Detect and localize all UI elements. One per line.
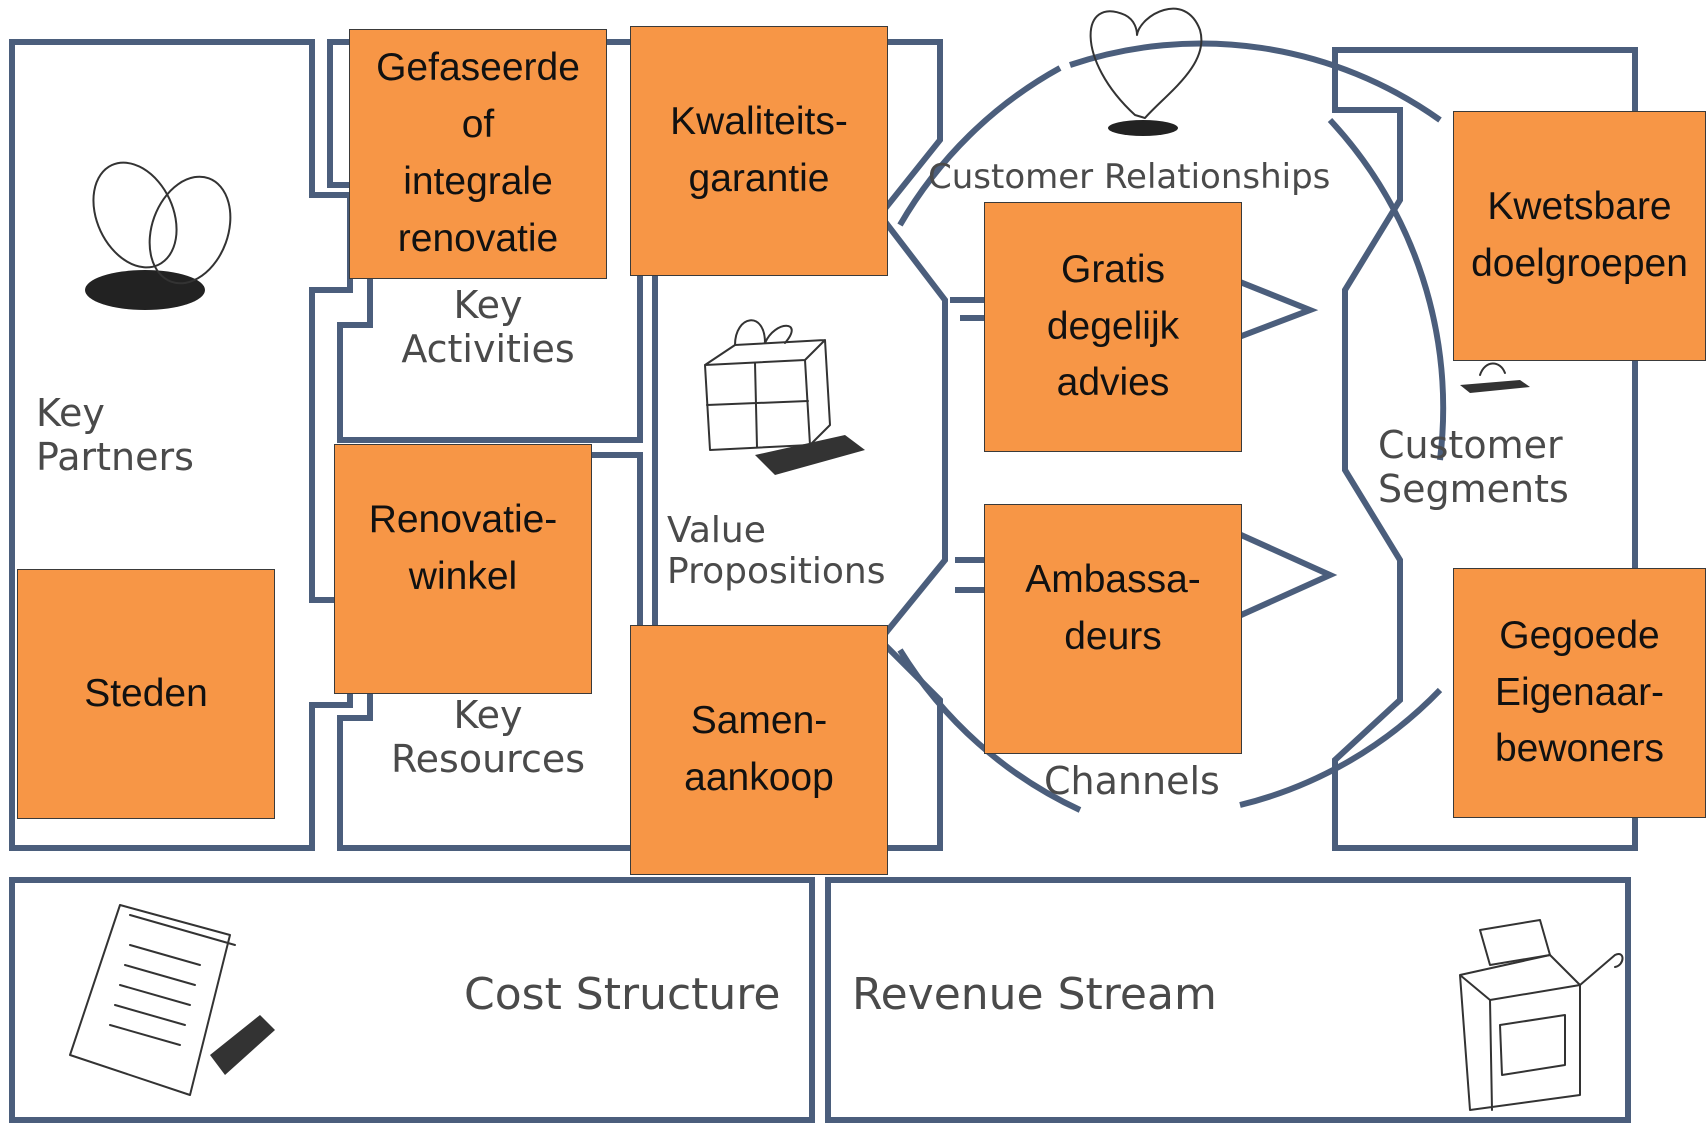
- key-partners-frame: [9, 39, 353, 851]
- customer-segments-label: Customer Segments: [1378, 423, 1569, 511]
- note-gratis-advies: Gratis degelijk advies: [984, 202, 1242, 452]
- cost-structure-frame: [9, 877, 815, 1123]
- note-steden: Steden: [17, 569, 275, 819]
- note-samenaankoop: Samen- aankoop: [630, 625, 888, 875]
- rings-icon: [85, 161, 232, 310]
- customers-icon: [1460, 362, 1530, 393]
- note-ambassadeurs: Ambassa- deurs: [984, 504, 1242, 754]
- note-gegoede: Gegoede Eigenaar- bewoners: [1453, 568, 1706, 818]
- revenue-stream-label: Revenue Stream: [852, 969, 1217, 1020]
- note-renovatiewinkel: Renovatie- winkel: [334, 444, 592, 694]
- customer-segments-frame: [1332, 47, 1638, 851]
- cash-register-icon: [1459, 919, 1624, 1111]
- note-kwetsbare: Kwetsbare doelgroepen: [1453, 111, 1706, 361]
- key-resources-label: Key Resources: [390, 693, 586, 781]
- cost-structure-label: Cost Structure: [464, 969, 781, 1020]
- customer-relationships-label: Customer Relationships: [928, 157, 1331, 197]
- key-partners-label: Key Partners: [36, 391, 194, 479]
- heart-icon: [1089, 7, 1203, 136]
- revenue-stream-frame: [825, 877, 1631, 1123]
- note-gefaseerde: Gefaseerde of integrale renovatie: [349, 29, 607, 279]
- channels-label: Channels: [1044, 759, 1220, 803]
- key-activities-label: Key Activities: [401, 283, 575, 371]
- value-propositions-label: Value Propositions: [667, 510, 886, 593]
- note-kwaliteitsgarantie: Kwaliteits- garantie: [630, 26, 888, 276]
- gift-icon: [704, 319, 865, 475]
- documents-icon: [69, 904, 275, 1096]
